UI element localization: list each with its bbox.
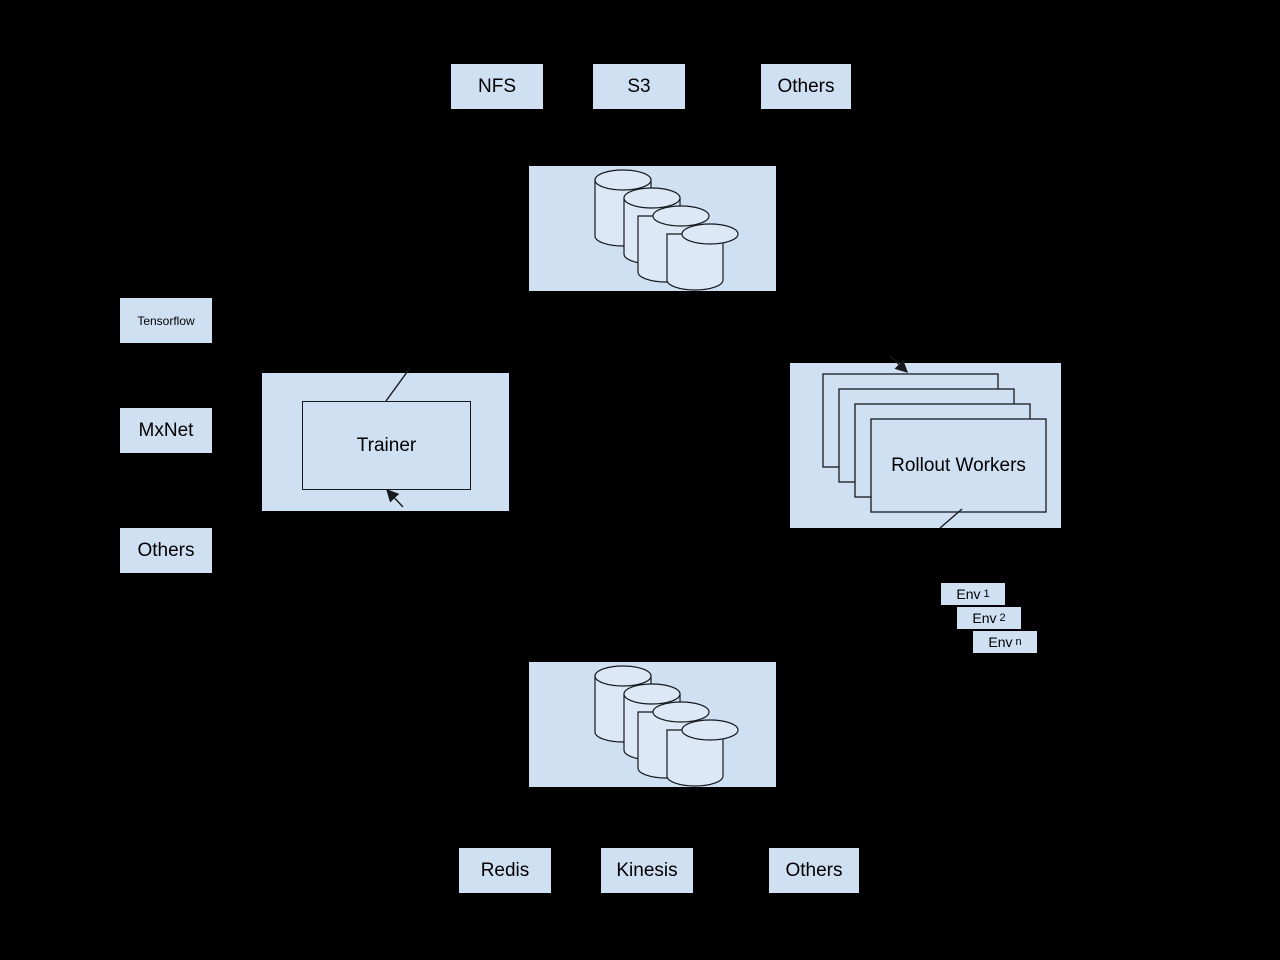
node-rollout-workers-label: Rollout Workers — [891, 454, 1026, 476]
node-storage-others[interactable]: Others — [761, 64, 851, 109]
trainer-panel: Trainer — [262, 373, 509, 511]
node-env-n-name: Env — [988, 634, 1013, 650]
node-env-2-name: Env — [972, 610, 997, 626]
node-kinesis[interactable]: Kinesis — [601, 848, 693, 893]
node-tensorflow-label: Tensorflow — [137, 313, 195, 328]
node-storage-others-label: Others — [777, 76, 835, 97]
node-env-n[interactable]: Env n — [973, 631, 1037, 653]
datastore-bottom-panel — [529, 662, 776, 787]
node-s3[interactable]: S3 — [593, 64, 685, 109]
node-rollout-workers[interactable]: Rollout Workers — [871, 419, 1046, 512]
datastore-top-panel — [529, 166, 776, 291]
node-kinesis-label: Kinesis — [616, 860, 678, 881]
node-env-n-index: n — [1015, 636, 1022, 648]
node-env-1[interactable]: Env 1 — [941, 583, 1005, 605]
node-s3-label: S3 — [627, 76, 651, 97]
node-redis[interactable]: Redis — [459, 848, 551, 893]
node-env-2[interactable]: Env 2 — [957, 607, 1021, 629]
node-trainer[interactable]: Trainer — [302, 401, 471, 490]
node-framework-others-label: Others — [137, 540, 195, 561]
node-trainer-label: Trainer — [356, 435, 417, 456]
node-redis-label: Redis — [480, 860, 530, 881]
rollout-panel: Rollout Workers — [790, 363, 1061, 528]
node-tensorflow[interactable]: Tensorflow — [120, 298, 212, 343]
node-env-1-name: Env — [956, 586, 981, 602]
datastore-bottom-cylinders — [594, 665, 739, 787]
node-nfs-label: NFS — [478, 76, 516, 97]
datastore-top-cylinders — [594, 169, 739, 291]
node-framework-others[interactable]: Others — [120, 528, 212, 573]
node-env-2-index: 2 — [999, 612, 1006, 624]
node-queue-others-label: Others — [785, 860, 843, 881]
node-mxnet[interactable]: MxNet — [120, 408, 212, 453]
node-nfs[interactable]: NFS — [451, 64, 543, 109]
node-mxnet-label: MxNet — [138, 420, 194, 441]
node-queue-others[interactable]: Others — [769, 848, 859, 893]
node-env-1-index: 1 — [983, 588, 990, 600]
